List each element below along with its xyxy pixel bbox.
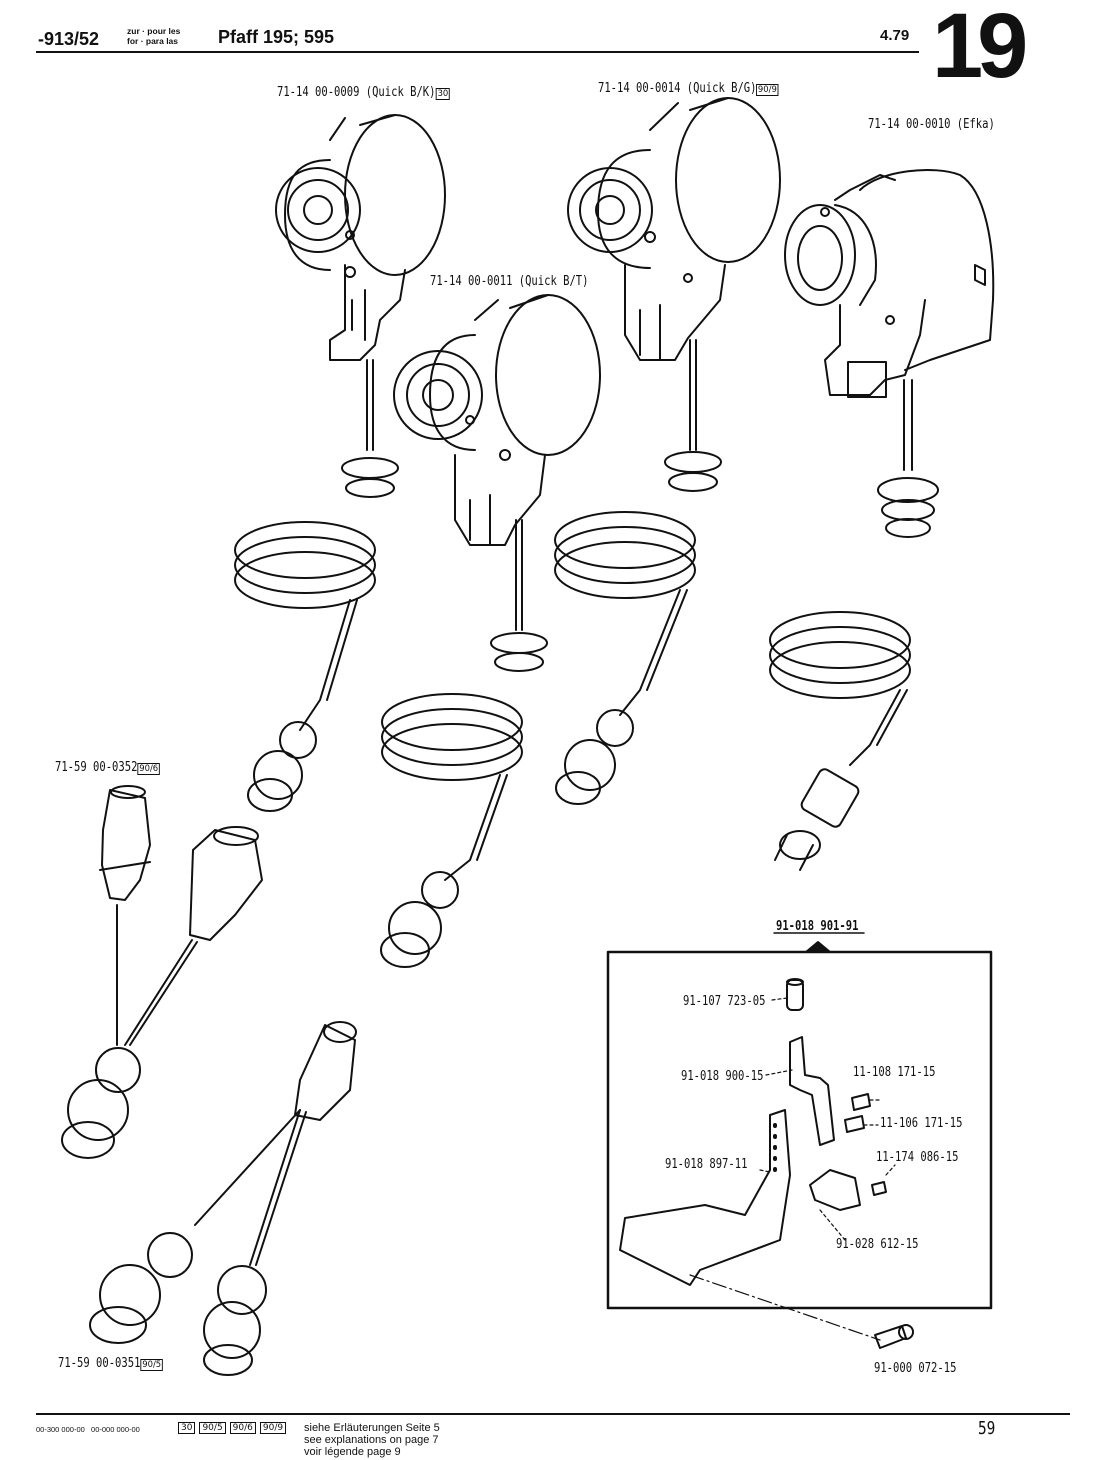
y-adapter-0351 bbox=[89, 1021, 357, 1376]
part-number-sleeve: 91-107 723-05 bbox=[683, 993, 766, 1009]
part-number-screw-b: 11-106 171-15 bbox=[880, 1115, 963, 1131]
edition-badge-0352: 90/6 bbox=[137, 763, 160, 775]
part-number-efka: 71-14 00-0010 (Efka) bbox=[868, 116, 995, 132]
label-motor-quick-bg: 71-14 00-0014 (Quick B/G)90/9 bbox=[598, 80, 779, 96]
edition-badge-0351: 90/5 bbox=[140, 1359, 163, 1371]
footer-rule bbox=[36, 1413, 1070, 1415]
footer-badge: 90/5 bbox=[199, 1422, 226, 1434]
footer-badge: 30 bbox=[178, 1422, 196, 1434]
part-number-quick-bg: 71-14 00-0014 (Quick B/G) bbox=[598, 80, 757, 96]
part-number-quick-bk: 71-14 00-0009 (Quick B/K) bbox=[277, 84, 436, 100]
page-number: 59 bbox=[978, 1418, 996, 1439]
kit-frame bbox=[606, 950, 993, 1310]
footer-badge: 90/9 bbox=[259, 1422, 287, 1434]
edition-badge-bg: 90/9 bbox=[756, 84, 779, 96]
motor-efka bbox=[769, 169, 995, 871]
footer-note-en: see explanations on page 7 bbox=[304, 1434, 439, 1446]
part-number-adapter-0351: 71-59 00-0351 bbox=[58, 1355, 141, 1371]
part-number-clip: 91-028 612-15 bbox=[836, 1236, 919, 1252]
part-number-bracket: 91-018 897-11 bbox=[665, 1156, 748, 1172]
lang-label-bottom: for · para las bbox=[127, 36, 179, 46]
label-motor-quick-bk: 71-14 00-0009 (Quick B/K)30 bbox=[277, 84, 451, 100]
footer-note-fr: voir légende page 9 bbox=[304, 1446, 401, 1458]
footer-note-de: siehe Erläuterungen Seite 5 bbox=[304, 1422, 440, 1434]
y-adapter-0352 bbox=[61, 785, 263, 1159]
footer-edition-badges: 30 90/5 90/6 90/9 bbox=[178, 1422, 287, 1434]
issue-date: 4.79 bbox=[880, 27, 910, 44]
part-number-quick-bt: 71-14 00-0011 (Quick B/T) bbox=[430, 273, 589, 289]
motor-quick-bk bbox=[234, 114, 446, 812]
footer-codes: 00-300 000-00 00-000 000-00 bbox=[36, 1425, 140, 1434]
group-number: 19 bbox=[932, 0, 1028, 97]
footer-badge: 90/6 bbox=[229, 1422, 256, 1434]
catalog-ref-number: -913/52 bbox=[38, 29, 100, 49]
part-number-screw-c: 11-174 086-15 bbox=[876, 1149, 959, 1165]
part-number-adapter-0352: 71-59 00-0352 bbox=[55, 759, 138, 775]
part-number-screw-outside: 91-000 072-15 bbox=[874, 1360, 957, 1376]
motor-quick-bg bbox=[554, 97, 781, 805]
edition-badge-bk: 30 bbox=[435, 88, 451, 100]
lang-label-top: zur · pour les bbox=[127, 26, 181, 36]
machine-model: Pfaff 195; 595 bbox=[218, 27, 335, 47]
kit-number: 91-018 901-91 bbox=[776, 918, 859, 934]
motor-quick-bt bbox=[380, 294, 601, 968]
part-number-plate: 91-018 900-15 bbox=[681, 1068, 764, 1084]
bracket-kit bbox=[606, 932, 993, 1349]
header-rule bbox=[36, 51, 919, 53]
part-number-screw-a: 11-108 171-15 bbox=[853, 1064, 936, 1080]
